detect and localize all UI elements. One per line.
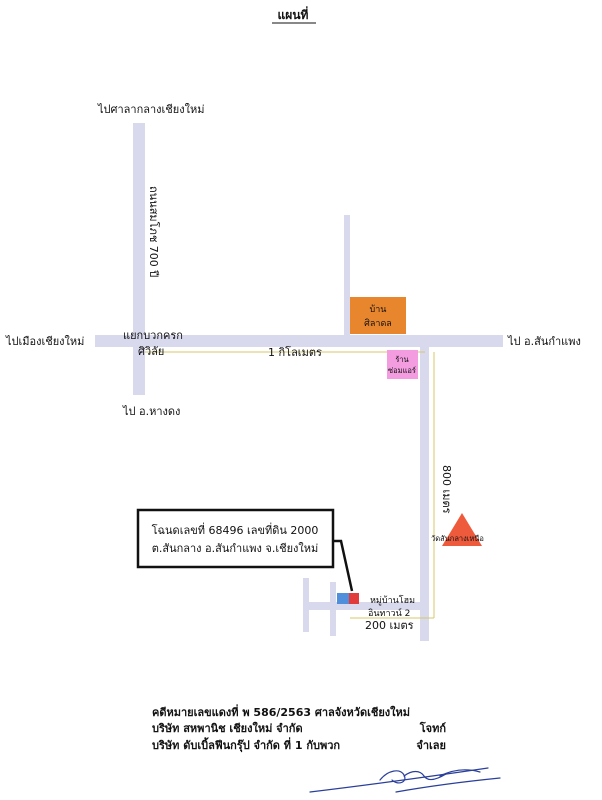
label-village-line1: หมู่บ้านโฮม: [370, 595, 415, 606]
property-line2: ต.สันกลาง อ.สันกำแพง จ.เชียงใหม่: [152, 542, 319, 555]
label-temple: วัดสันกลางเหนือ: [431, 534, 484, 543]
landmark-house-line2: ศิลาดล: [364, 318, 392, 329]
road-village-vertical-1: [303, 578, 309, 632]
label-distance-200m: 200 เมตร: [365, 619, 414, 632]
landmark-house-box: [350, 297, 406, 334]
temple-triangle-icon: [442, 513, 482, 546]
landmark-house-line1: บ้าน: [370, 304, 387, 315]
label-distance-800m: 800 เมตร: [440, 465, 453, 514]
label-road-name: ถนนสมโภช 700 ปี: [147, 186, 161, 277]
label-junction-line1: แยกบวกครก: [123, 329, 183, 342]
road-north-south-right: [420, 347, 429, 641]
road-north-south-left: [133, 123, 145, 395]
plot-blue-marker: [337, 593, 349, 604]
label-distance-1km: 1 กิโลเมตร: [268, 345, 322, 359]
signature: [309, 767, 501, 793]
label-village-line2: อินทาวน์ 2: [368, 607, 410, 619]
property-callout-box: [136, 508, 335, 569]
property-line1: โฉนดเลขที่ 68496 เลขที่ดิน 2000: [152, 522, 319, 537]
road-short-north: [344, 215, 350, 335]
map-title: แผนที่: [278, 6, 309, 22]
plot-red-marker: [349, 593, 359, 604]
footer-case-line: คดีหมายเลขแดงที่ พ 586/2563 ศาลจังหวัดเช…: [152, 704, 410, 719]
landmark-shop-box: [387, 350, 418, 379]
landmark-shop-line1: ร้าน: [395, 355, 408, 364]
road-village-horizontal: [305, 602, 422, 610]
label-to-sankamphaeng: ไป อ.สันกำแพง: [507, 335, 581, 348]
label-junction-line2: ศิวิลัย: [138, 345, 164, 358]
footer-defendant-role: จำเลย: [416, 739, 446, 752]
landmark-shop-line2: ซ่อมแอร์: [388, 366, 416, 375]
property-pointer-line: [333, 539, 354, 592]
label-to-hangdong: ไป อ.หางดง: [122, 405, 180, 418]
footer-plaintiff-role: โจทก์: [419, 721, 447, 735]
label-to-city: ไปเมืองเชียงใหม่: [5, 335, 84, 348]
road-village-vertical-2: [330, 582, 336, 636]
footer-defendant-name: บริษัท ดับเบิ้ลฟีนกรุ๊ป จำกัด ที่ 1 กับพ…: [152, 737, 340, 753]
label-to-govt-center: ไปศาลากลางเชียงใหม่: [97, 103, 204, 116]
road-east-west-main: [95, 335, 503, 347]
footer-plaintiff-name: บริษัท สหพานิช เชียงใหม่ จำกัด: [152, 721, 303, 735]
